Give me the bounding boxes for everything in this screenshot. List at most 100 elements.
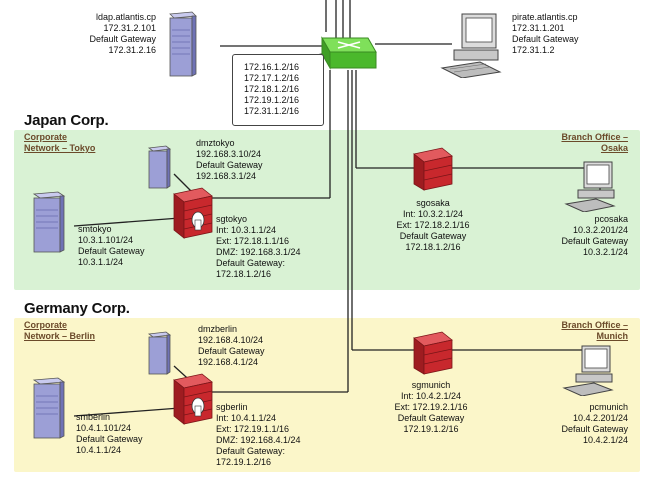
ip-address: 10.4.1.101/24 bbox=[76, 423, 132, 433]
zone-japan bbox=[14, 130, 640, 290]
zone-sublabel-osaka: Branch Office – Osaka bbox=[561, 132, 628, 154]
workstation-icon bbox=[564, 161, 616, 212]
gateway-caption: Default Gateway bbox=[399, 231, 467, 241]
ip-address: 10.4.2.201/24 bbox=[572, 413, 628, 423]
sublabel-line: Corporate bbox=[24, 132, 68, 142]
interface-ext: Ext: 172.19.1.1/16 bbox=[216, 424, 290, 434]
interface-int: Int: 10.4.1.1/24 bbox=[216, 413, 277, 423]
sublabel-line: Network – Tokyo bbox=[24, 143, 96, 153]
gateway-address: 172.19.1.2/16 bbox=[216, 457, 272, 467]
sgberlin-label: sgberlin Int: 10.4.1.1/24 Ext: 172.19.1.… bbox=[216, 402, 301, 468]
router-subnet-list: 172.16.1.2/16 172.17.1.2/16 172.18.1.2/1… bbox=[244, 62, 299, 117]
interface-ext: Ext: 172.18.2.1/16 bbox=[396, 220, 470, 230]
gateway-address: 172.18.1.2/16 bbox=[216, 269, 272, 279]
zone-title-germany: Germany Corp. bbox=[24, 300, 130, 317]
gateway-address: 192.168.4.1/24 bbox=[198, 357, 259, 367]
gateway-caption: Default Gateway bbox=[397, 413, 465, 423]
interface-int: Int: 10.3.2.1/24 bbox=[402, 209, 464, 219]
hostname: sgmunich bbox=[411, 380, 451, 390]
hostname: smtokyo bbox=[78, 224, 112, 234]
gateway-address: 10.3.1.1/24 bbox=[78, 257, 124, 267]
gateway-address: 192.168.3.1/24 bbox=[196, 171, 257, 181]
zone-sublabel-berlin: Corporate Network – Berlin bbox=[24, 320, 95, 342]
workstation-icon bbox=[562, 345, 614, 396]
subnet-line: 172.16.1.2/16 bbox=[244, 62, 300, 72]
gateway-caption: Default Gateway bbox=[76, 434, 143, 444]
sublabel-line: Munich bbox=[596, 331, 629, 341]
gateway-caption: Default Gateway: bbox=[216, 258, 286, 268]
ip-address: 10.3.2.201/24 bbox=[572, 225, 628, 235]
subnet-line: 172.31.1.2/16 bbox=[244, 106, 300, 116]
hostname: pcmunich bbox=[589, 402, 628, 412]
ip-address: 192.168.4.10/24 bbox=[198, 335, 264, 345]
subnet-line: 172.19.1.2/16 bbox=[244, 95, 300, 105]
firewall-icon bbox=[413, 147, 453, 191]
pcmunich-label: pcmunich 10.4.2.201/24 Default Gateway 1… bbox=[561, 402, 628, 446]
gateway-address: 172.31.1.2 bbox=[512, 45, 555, 55]
gateway-address: 10.4.1.1/24 bbox=[76, 445, 122, 455]
zone-germany bbox=[14, 318, 640, 472]
workstation-icon bbox=[440, 13, 502, 78]
hostname: dmztokyo bbox=[196, 138, 235, 148]
interface-dmz: DMZ: 192.168.3.1/24 bbox=[216, 247, 301, 257]
interface-ext: Ext: 172.18.1.1/16 bbox=[216, 236, 290, 246]
server-icon bbox=[169, 11, 197, 77]
gateway-caption: Default Gateway bbox=[198, 346, 265, 356]
gateway-address: 10.4.2.1/24 bbox=[582, 435, 628, 445]
hostname: sgberlin bbox=[216, 402, 248, 412]
sublabel-line: Branch Office – bbox=[561, 132, 628, 142]
sublabel-line: Corporate bbox=[24, 320, 68, 330]
ldap-server-label: ldap.atlantis.cp 172.31.2.101 Default Ga… bbox=[89, 12, 156, 56]
gateway-caption: Default Gateway bbox=[512, 34, 579, 44]
dmzberlin-label: dmzberlin 192.168.4.10/24 Default Gatewa… bbox=[198, 324, 265, 368]
hostname: sgosaka bbox=[416, 198, 450, 208]
server-icon bbox=[32, 191, 66, 253]
gateway-caption: Default Gateway bbox=[561, 236, 628, 246]
ip-address: 192.168.3.10/24 bbox=[196, 149, 262, 159]
router-subnet-box bbox=[232, 54, 324, 126]
interface-ext: Ext: 172.19.2.1/16 bbox=[394, 402, 468, 412]
interface-int: Int: 10.4.2.1/24 bbox=[400, 391, 462, 401]
hostname: pcosaka bbox=[594, 214, 628, 224]
hostname: pirate.atlantis.cp bbox=[512, 12, 578, 22]
ip-address: 10.3.1.101/24 bbox=[78, 235, 134, 245]
gateway-caption: Default Gateway bbox=[78, 246, 145, 256]
sgmunich-label: sgmunich Int: 10.4.2.1/24 Ext: 172.19.2.… bbox=[376, 380, 486, 435]
sgtokyo-label: sgtokyo Int: 10.3.1.1/24 Ext: 172.18.1.1… bbox=[216, 214, 301, 280]
gateway-caption: Default Gateway bbox=[561, 424, 628, 434]
dmztokyo-label: dmztokyo 192.168.3.10/24 Default Gateway… bbox=[196, 138, 263, 182]
sublabel-line: Osaka bbox=[600, 143, 628, 153]
sgosaka-label: sgosaka Int: 10.3.2.1/24 Ext: 172.18.2.1… bbox=[378, 198, 488, 253]
gateway-address: 172.19.1.2/16 bbox=[403, 424, 459, 434]
firewall-icon bbox=[173, 373, 213, 425]
ip-address: 172.31.2.101 bbox=[103, 23, 156, 33]
zone-title-japan: Japan Corp. bbox=[24, 112, 109, 129]
subnet-line: 172.17.1.2/16 bbox=[244, 73, 300, 83]
interface-int: Int: 10.3.1.1/24 bbox=[216, 225, 277, 235]
hostname: ldap.atlantis.cp bbox=[95, 12, 156, 22]
pcosaka-label: pcosaka 10.3.2.201/24 Default Gateway 10… bbox=[561, 214, 628, 258]
hostname: sgtokyo bbox=[216, 214, 248, 224]
hostname: dmzberlin bbox=[198, 324, 238, 334]
server-icon bbox=[147, 145, 172, 189]
gateway-caption: Default Gateway bbox=[89, 34, 156, 44]
smtokyo-label: smtokyo 10.3.1.101/24 Default Gateway 10… bbox=[78, 224, 145, 268]
subnet-line: 172.18.1.2/16 bbox=[244, 84, 300, 94]
ip-address: 172.31.1.201 bbox=[512, 23, 565, 33]
server-icon bbox=[147, 331, 172, 375]
sublabel-line: Network – Berlin bbox=[24, 331, 96, 341]
zone-sublabel-munich: Branch Office – Munich bbox=[561, 320, 628, 342]
interface-dmz: DMZ: 192.168.4.1/24 bbox=[216, 435, 301, 445]
firewall-icon bbox=[413, 331, 453, 375]
firewall-icon bbox=[173, 187, 213, 239]
smberlin-label: smberlin 10.4.1.101/24 Default Gateway 1… bbox=[76, 412, 143, 456]
sublabel-line: Branch Office – bbox=[561, 320, 628, 330]
gateway-caption: Default Gateway bbox=[196, 160, 263, 170]
gateway-caption: Default Gateway: bbox=[216, 446, 286, 456]
pirate-host-label: pirate.atlantis.cp 172.31.1.201 Default … bbox=[512, 12, 579, 56]
gateway-address: 10.3.2.1/24 bbox=[582, 247, 628, 257]
server-icon bbox=[32, 377, 66, 439]
gateway-address: 172.31.2.16 bbox=[108, 45, 156, 55]
router-icon bbox=[321, 36, 377, 70]
zone-sublabel-tokyo: Corporate Network – Tokyo bbox=[24, 132, 95, 154]
